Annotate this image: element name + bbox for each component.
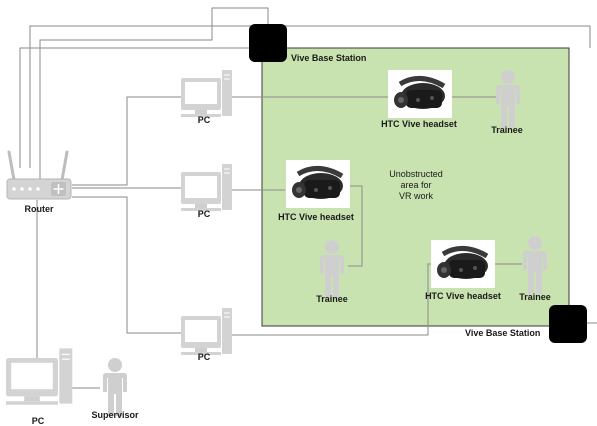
- area-note-line-1: Unobstructed: [381, 169, 451, 180]
- pc-icon-1: [181, 70, 232, 117]
- supervisor-label: Supervisor: [91, 410, 138, 420]
- supervisor-icon: [103, 358, 127, 416]
- trainee-label-2: Trainee: [316, 294, 348, 304]
- pc-label-1: PC: [198, 115, 211, 125]
- trainee-label-3: Trainee: [519, 292, 551, 302]
- headset-icon-3: [431, 240, 495, 288]
- headset-label-2: HTC Vive headset: [278, 212, 354, 222]
- area-note-line-3: VR work: [381, 191, 451, 202]
- pc-label-3: PC: [198, 352, 211, 362]
- trainee-label-1: Trainee: [491, 125, 523, 135]
- base-station-label-bottom: Vive Base Station: [465, 328, 540, 338]
- base-station-top: [249, 24, 287, 62]
- router-icon: [7, 152, 71, 199]
- headset-icon-1: [388, 70, 452, 118]
- headset-label-3: HTC Vive headset: [425, 291, 501, 301]
- pc-label-supervisor: PC: [32, 416, 45, 426]
- base-station-bottom: [549, 305, 587, 343]
- router-label: Router: [25, 204, 54, 214]
- headset-label-1: HTC Vive headset: [381, 119, 457, 129]
- pc-icon-supervisor: [6, 348, 72, 404]
- headset-icon-2: [286, 160, 350, 208]
- unobstructed-area-note: Unobstructed area for VR work: [381, 169, 451, 202]
- pc-label-2: PC: [198, 209, 211, 219]
- area-note-line-2: area for: [381, 180, 451, 191]
- base-station-label-top: Vive Base Station: [291, 53, 366, 63]
- pc-icon-3: [181, 308, 232, 355]
- pc-icon-2: [181, 164, 232, 211]
